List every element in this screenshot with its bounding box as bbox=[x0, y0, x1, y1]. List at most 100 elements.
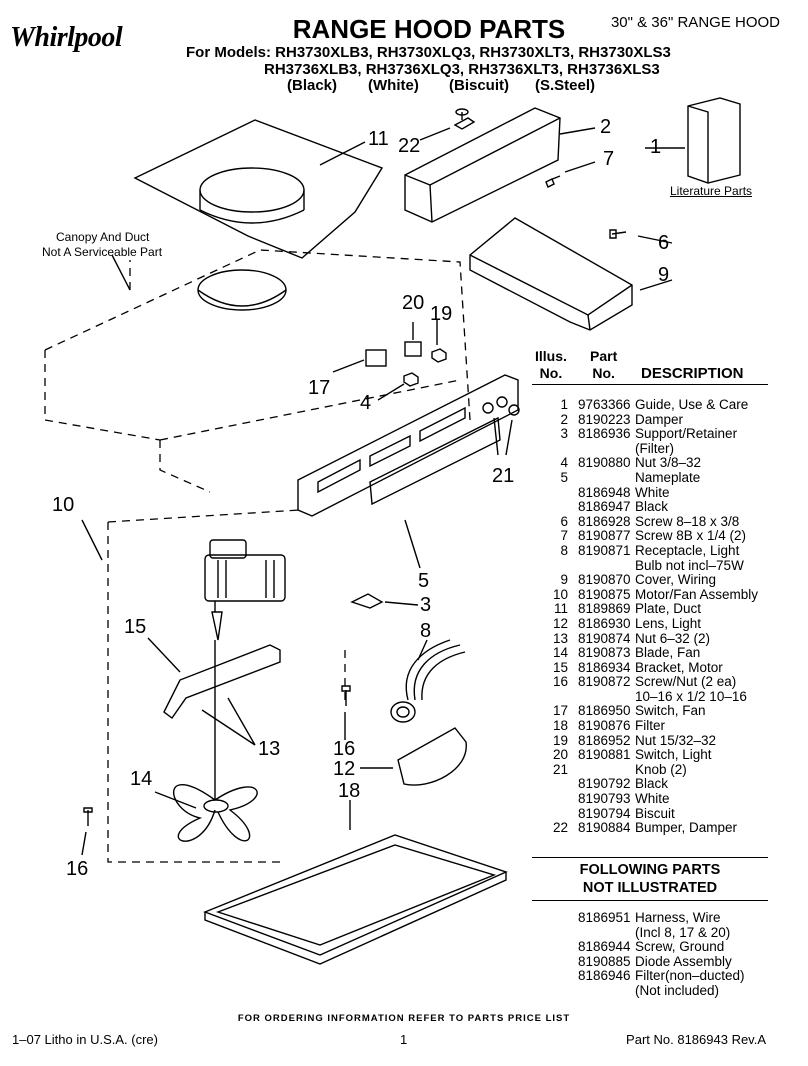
illus-cell: 12 bbox=[552, 615, 568, 631]
following-rule-bottom bbox=[532, 900, 768, 901]
part-number-cell: 8186950 bbox=[578, 703, 631, 719]
callout-6: 6 bbox=[658, 232, 670, 254]
illus-cell bbox=[535, 955, 578, 970]
part-number-cell: 8186947 bbox=[578, 499, 631, 515]
literature-label: Literature Parts bbox=[670, 184, 753, 198]
callout-16-left: 16 bbox=[66, 858, 89, 880]
description-cell: Nut 3/8–32 bbox=[635, 455, 702, 471]
part-number-cell: 8189869 bbox=[578, 601, 631, 617]
description-cell: Bumper, Damper bbox=[635, 820, 738, 836]
part-number-cell: 8186952 bbox=[578, 732, 631, 748]
illus-cell: 14 bbox=[552, 645, 568, 661]
header-rule bbox=[532, 384, 768, 385]
part-number-cell: 8190871 bbox=[578, 542, 631, 558]
illus-cell bbox=[535, 926, 578, 941]
models-line-1: For Models: RH3730XLB3, RH3730XLQ3, RH37… bbox=[186, 44, 671, 61]
callout-17: 17 bbox=[308, 377, 331, 399]
illus-cell: 18 bbox=[552, 718, 568, 734]
illus-cell: 13 bbox=[552, 630, 568, 646]
part-number-cell bbox=[578, 559, 630, 574]
table-row: Bulb not incl–75W bbox=[535, 558, 758, 574]
part-number-cell bbox=[578, 442, 630, 457]
part-number-cell: 9763366 bbox=[578, 397, 631, 412]
illus-cell: 10 bbox=[552, 586, 568, 602]
illus-cell bbox=[535, 486, 578, 501]
part-number-cell: 8190873 bbox=[578, 645, 631, 661]
illus-cell bbox=[535, 792, 578, 807]
part-number-cell bbox=[578, 690, 630, 705]
callout-7: 7 bbox=[603, 148, 615, 170]
illus-cell: 21 bbox=[552, 761, 568, 777]
illus-cell bbox=[535, 500, 578, 515]
front-panel-drawing bbox=[297, 374, 520, 517]
description-cell: Switch, Light bbox=[635, 747, 712, 763]
description-cell: Black bbox=[635, 776, 669, 792]
callout-4: 4 bbox=[360, 392, 372, 414]
part-number-cell: 8190884 bbox=[578, 820, 631, 836]
page-number: 1 bbox=[400, 1032, 408, 1047]
description-cell: Damper bbox=[635, 411, 684, 427]
motor-drawing bbox=[204, 539, 286, 800]
description-cell: (Filter) bbox=[635, 440, 674, 456]
damper-drawing bbox=[404, 107, 561, 223]
part-number-cell: 8186948 bbox=[578, 484, 631, 500]
part-number-cell: 8190885 bbox=[578, 953, 631, 969]
models-line-2: RH3736XLB3, RH3736XLQ3, RH3736XLT3, RH37… bbox=[264, 61, 660, 78]
description-cell: Motor/Fan Assembly bbox=[635, 586, 759, 602]
part-number-cell: 8186946 bbox=[578, 968, 631, 984]
description-cell: Biscuit bbox=[635, 805, 675, 821]
illus-cell bbox=[535, 911, 578, 926]
part-number-cell: 8186928 bbox=[578, 513, 631, 529]
description-cell: Filter bbox=[635, 718, 665, 734]
description-cell: Diode Assembly bbox=[635, 953, 732, 969]
description-cell: Plate, Duct bbox=[635, 601, 702, 617]
illus-cell: 2 bbox=[560, 411, 568, 427]
callout-20: 20 bbox=[402, 292, 425, 314]
illus-cell: 16 bbox=[552, 674, 568, 690]
description-cell: Blade, Fan bbox=[635, 645, 701, 661]
illus-cell bbox=[535, 777, 578, 792]
part-number: Part No. 8186943 Rev.A bbox=[626, 1032, 766, 1047]
color-biscuit: (Biscuit) bbox=[449, 77, 509, 94]
filter-drawing bbox=[203, 834, 508, 965]
hood-size: 30" & 36" RANGE HOOD bbox=[610, 14, 780, 31]
illus-cell: 17 bbox=[552, 703, 568, 719]
illus-cell: 9 bbox=[560, 572, 568, 588]
whirlpool-logo: Whirlpool bbox=[10, 22, 123, 53]
illus-cell bbox=[535, 940, 578, 955]
part-number-cell: 8186944 bbox=[578, 939, 631, 955]
part-number-cell: 8190881 bbox=[578, 747, 631, 763]
leader-lines bbox=[81, 127, 685, 856]
description-cell: Screw 8–18 x 3/8 bbox=[635, 513, 740, 529]
description-cell: (Incl 8, 17 & 20) bbox=[635, 924, 731, 940]
following-rule-top bbox=[532, 857, 768, 858]
callout-5: 5 bbox=[418, 570, 430, 592]
color-black: (Black) bbox=[287, 77, 338, 94]
illus-cell bbox=[535, 969, 578, 984]
description-cell: Black bbox=[635, 499, 669, 515]
description-cell: Screw, Ground bbox=[635, 939, 725, 955]
fan-blade-drawing bbox=[172, 784, 258, 842]
illus-cell: 1 bbox=[560, 397, 568, 412]
header-part-line1: Part bbox=[590, 348, 618, 364]
illus-cell bbox=[535, 559, 578, 574]
callout-11: 11 bbox=[368, 128, 389, 150]
ordering-note: FOR ORDERING INFORMATION REFER TO PARTS … bbox=[237, 1013, 571, 1024]
